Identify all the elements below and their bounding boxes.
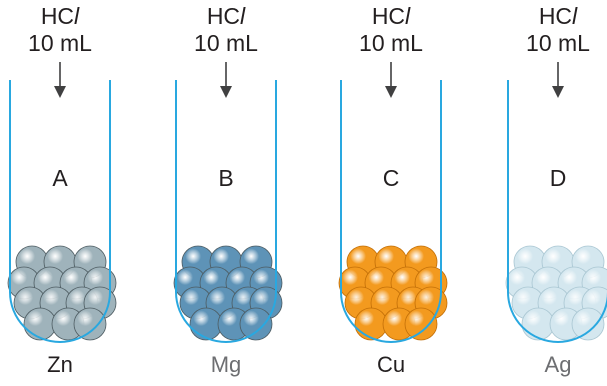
reagent-label-a: HCl 10 mL [28,3,92,56]
test-tube-d [505,62,607,343]
tube-letter-c: C [382,165,400,191]
arrow-down-icon [220,86,232,98]
metal-ball [239,307,273,341]
metal-label-mg: Mg [210,352,242,377]
tube-letter-d: D [549,165,567,191]
test-tube-c [338,62,448,343]
metal-label-ag: Ag [544,352,572,377]
metal-label-cu: Cu [376,352,406,377]
metal-ball [354,307,388,341]
metal-ball [189,307,223,341]
metal-ball [571,307,605,341]
tube-outline [340,80,442,343]
tube-letter-b: B [218,165,234,191]
metal-ball [73,307,107,341]
test-tube-a [7,62,117,343]
metal-ball [521,307,555,341]
arrow-down-icon [54,86,66,98]
arrow-down-icon [552,86,564,98]
metal-label-zn: Zn [47,352,73,377]
test-tube-b [173,62,283,343]
reagent-label-b: HCl 10 mL [194,3,258,56]
reagent-label-c: HCl 10 mL [359,3,423,56]
tube-letter-a: A [52,165,68,191]
reagent-label-d: HCl 10 mL [526,3,590,56]
arrow-down-icon [385,86,397,98]
tube-outline [175,80,277,343]
metal-ball [23,307,57,341]
tube-outline [507,80,607,343]
tube-outline [9,80,111,343]
metal-ball [404,307,438,341]
